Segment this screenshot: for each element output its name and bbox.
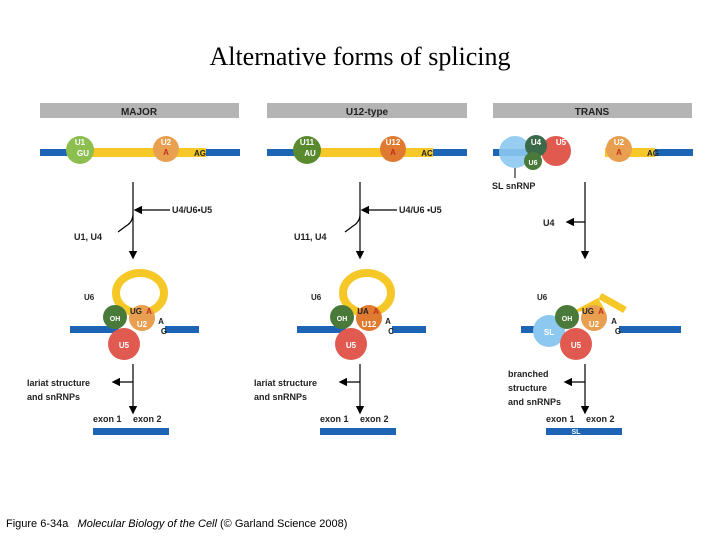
svg-text:U6: U6 xyxy=(311,293,322,302)
svg-text:AG: AG xyxy=(647,149,659,158)
trans-spliced-mrna xyxy=(546,428,622,435)
svg-text:structure: structure xyxy=(508,383,547,393)
svg-text:C: C xyxy=(388,327,394,336)
svg-text:exon 1: exon 1 xyxy=(320,414,349,424)
major-u2-complex xyxy=(129,305,155,331)
svg-text:U12: U12 xyxy=(386,138,401,147)
svg-text:U4/U6 •U5: U4/U6 •U5 xyxy=(399,205,442,215)
svg-text:AU: AU xyxy=(304,149,316,158)
svg-text:A: A xyxy=(390,148,396,157)
svg-text:U2: U2 xyxy=(137,320,148,329)
svg-text:UG: UG xyxy=(130,307,142,316)
major-ag-label: AG xyxy=(194,149,206,158)
svg-text:UG: UG xyxy=(582,307,594,316)
major-result-line2: and snRNPs xyxy=(27,392,80,402)
major-u1-label: U1 xyxy=(75,138,86,147)
caption-book-title: Molecular Biology of the Cell xyxy=(77,518,217,530)
svg-text:SL: SL xyxy=(544,328,554,337)
svg-text:G: G xyxy=(161,327,167,336)
caption-figure-number: Figure 6-34a xyxy=(6,518,69,530)
major-u6 xyxy=(103,305,127,329)
svg-text:and snRNPs: and snRNPs xyxy=(508,397,561,407)
major-u5 xyxy=(108,328,140,360)
trans-sl-snrnp xyxy=(499,136,531,168)
trans-u2-snrnp xyxy=(606,136,632,162)
svg-text:SL: SL xyxy=(572,429,582,436)
svg-text:OH: OH xyxy=(337,316,348,323)
major-reaction-arrow xyxy=(117,182,133,257)
panel-trans: TRANS U5 U4 U6 U2 A AG SL snRNP U4 SL U5… xyxy=(492,103,693,436)
svg-text:U2: U2 xyxy=(589,320,600,329)
svg-text:G: G xyxy=(615,327,621,336)
svg-text:exon 1: exon 1 xyxy=(546,414,575,424)
svg-text:A: A xyxy=(158,317,164,326)
trans-header: TRANS xyxy=(575,107,610,118)
svg-text:A: A xyxy=(385,317,391,326)
svg-text:U5: U5 xyxy=(556,138,567,147)
svg-text:U11, U4: U11, U4 xyxy=(294,232,327,242)
trans-u4 xyxy=(525,135,547,157)
svg-text:U12: U12 xyxy=(362,320,377,329)
svg-text:U5: U5 xyxy=(119,341,130,350)
svg-text:U6: U6 xyxy=(537,293,548,302)
svg-text:SL snRNP: SL snRNP xyxy=(492,181,535,191)
svg-text:lariat structure: lariat structure xyxy=(254,378,317,388)
svg-text:exon 2: exon 2 xyxy=(586,414,615,424)
major-spliced-mrna xyxy=(93,428,169,435)
u12-u12-snrnp xyxy=(380,136,406,162)
svg-text:A: A xyxy=(611,317,617,326)
svg-text:and snRNPs: and snRNPs xyxy=(254,392,307,402)
svg-text:exon 2: exon 2 xyxy=(360,414,389,424)
major-branch-a: A xyxy=(163,148,169,157)
svg-text:AC: AC xyxy=(421,149,433,158)
major-exon1-label: exon 1 xyxy=(93,414,122,424)
u12-header: U12-type xyxy=(346,107,389,118)
major-gu-label: GU xyxy=(77,149,89,158)
panel-major: MAJOR U1 GU U2 A AG U4/U6•U5 U1, U4 U5 O… xyxy=(27,103,240,435)
trans-u5 xyxy=(541,136,571,166)
svg-text:UA: UA xyxy=(357,307,369,316)
major-step-in: U4/U6•U5 xyxy=(172,205,212,215)
major-step-out: U1, U4 xyxy=(74,232,102,242)
figure-caption: Figure 6-34a Molecular Biology of the Ce… xyxy=(6,518,347,530)
major-u1-snrnp xyxy=(66,136,94,164)
svg-text:U6: U6 xyxy=(529,160,538,167)
major-intron xyxy=(80,148,206,157)
svg-text:A: A xyxy=(373,307,379,316)
major-header-bar xyxy=(40,103,239,118)
svg-text:U4: U4 xyxy=(543,218,555,228)
svg-text:U2: U2 xyxy=(614,138,625,147)
major-header: MAJOR xyxy=(121,107,158,118)
svg-text:A: A xyxy=(598,307,604,316)
svg-text:U11: U11 xyxy=(300,138,315,147)
trans-u6 xyxy=(524,152,542,170)
u12-spliced-mrna xyxy=(320,428,396,435)
major-u2-label: U2 xyxy=(161,138,172,147)
svg-text:A: A xyxy=(146,307,152,316)
svg-text:U5: U5 xyxy=(571,341,582,350)
page-title: Alternative forms of splicing xyxy=(209,42,511,71)
svg-text:U5: U5 xyxy=(346,341,357,350)
major-exon2-label: exon 2 xyxy=(133,414,162,424)
caption-credit: (© Garland Science 2008) xyxy=(220,518,348,530)
u12-u11-snrnp xyxy=(293,136,321,164)
svg-text:OH: OH xyxy=(110,316,121,323)
svg-text:OH: OH xyxy=(562,316,573,323)
major-exon-left xyxy=(40,149,80,156)
major-result-line1: lariat structure xyxy=(27,378,90,388)
svg-text:branched: branched xyxy=(508,369,549,379)
major-exon-right xyxy=(206,149,240,156)
svg-text:U6: U6 xyxy=(84,293,95,302)
major-u2-snrnp xyxy=(153,136,179,162)
svg-text:A: A xyxy=(616,148,622,157)
svg-text:U4: U4 xyxy=(531,138,542,147)
panel-u12: U12-type U11 AU U12 A AC U4/U6 •U5 U11, … xyxy=(254,103,467,435)
